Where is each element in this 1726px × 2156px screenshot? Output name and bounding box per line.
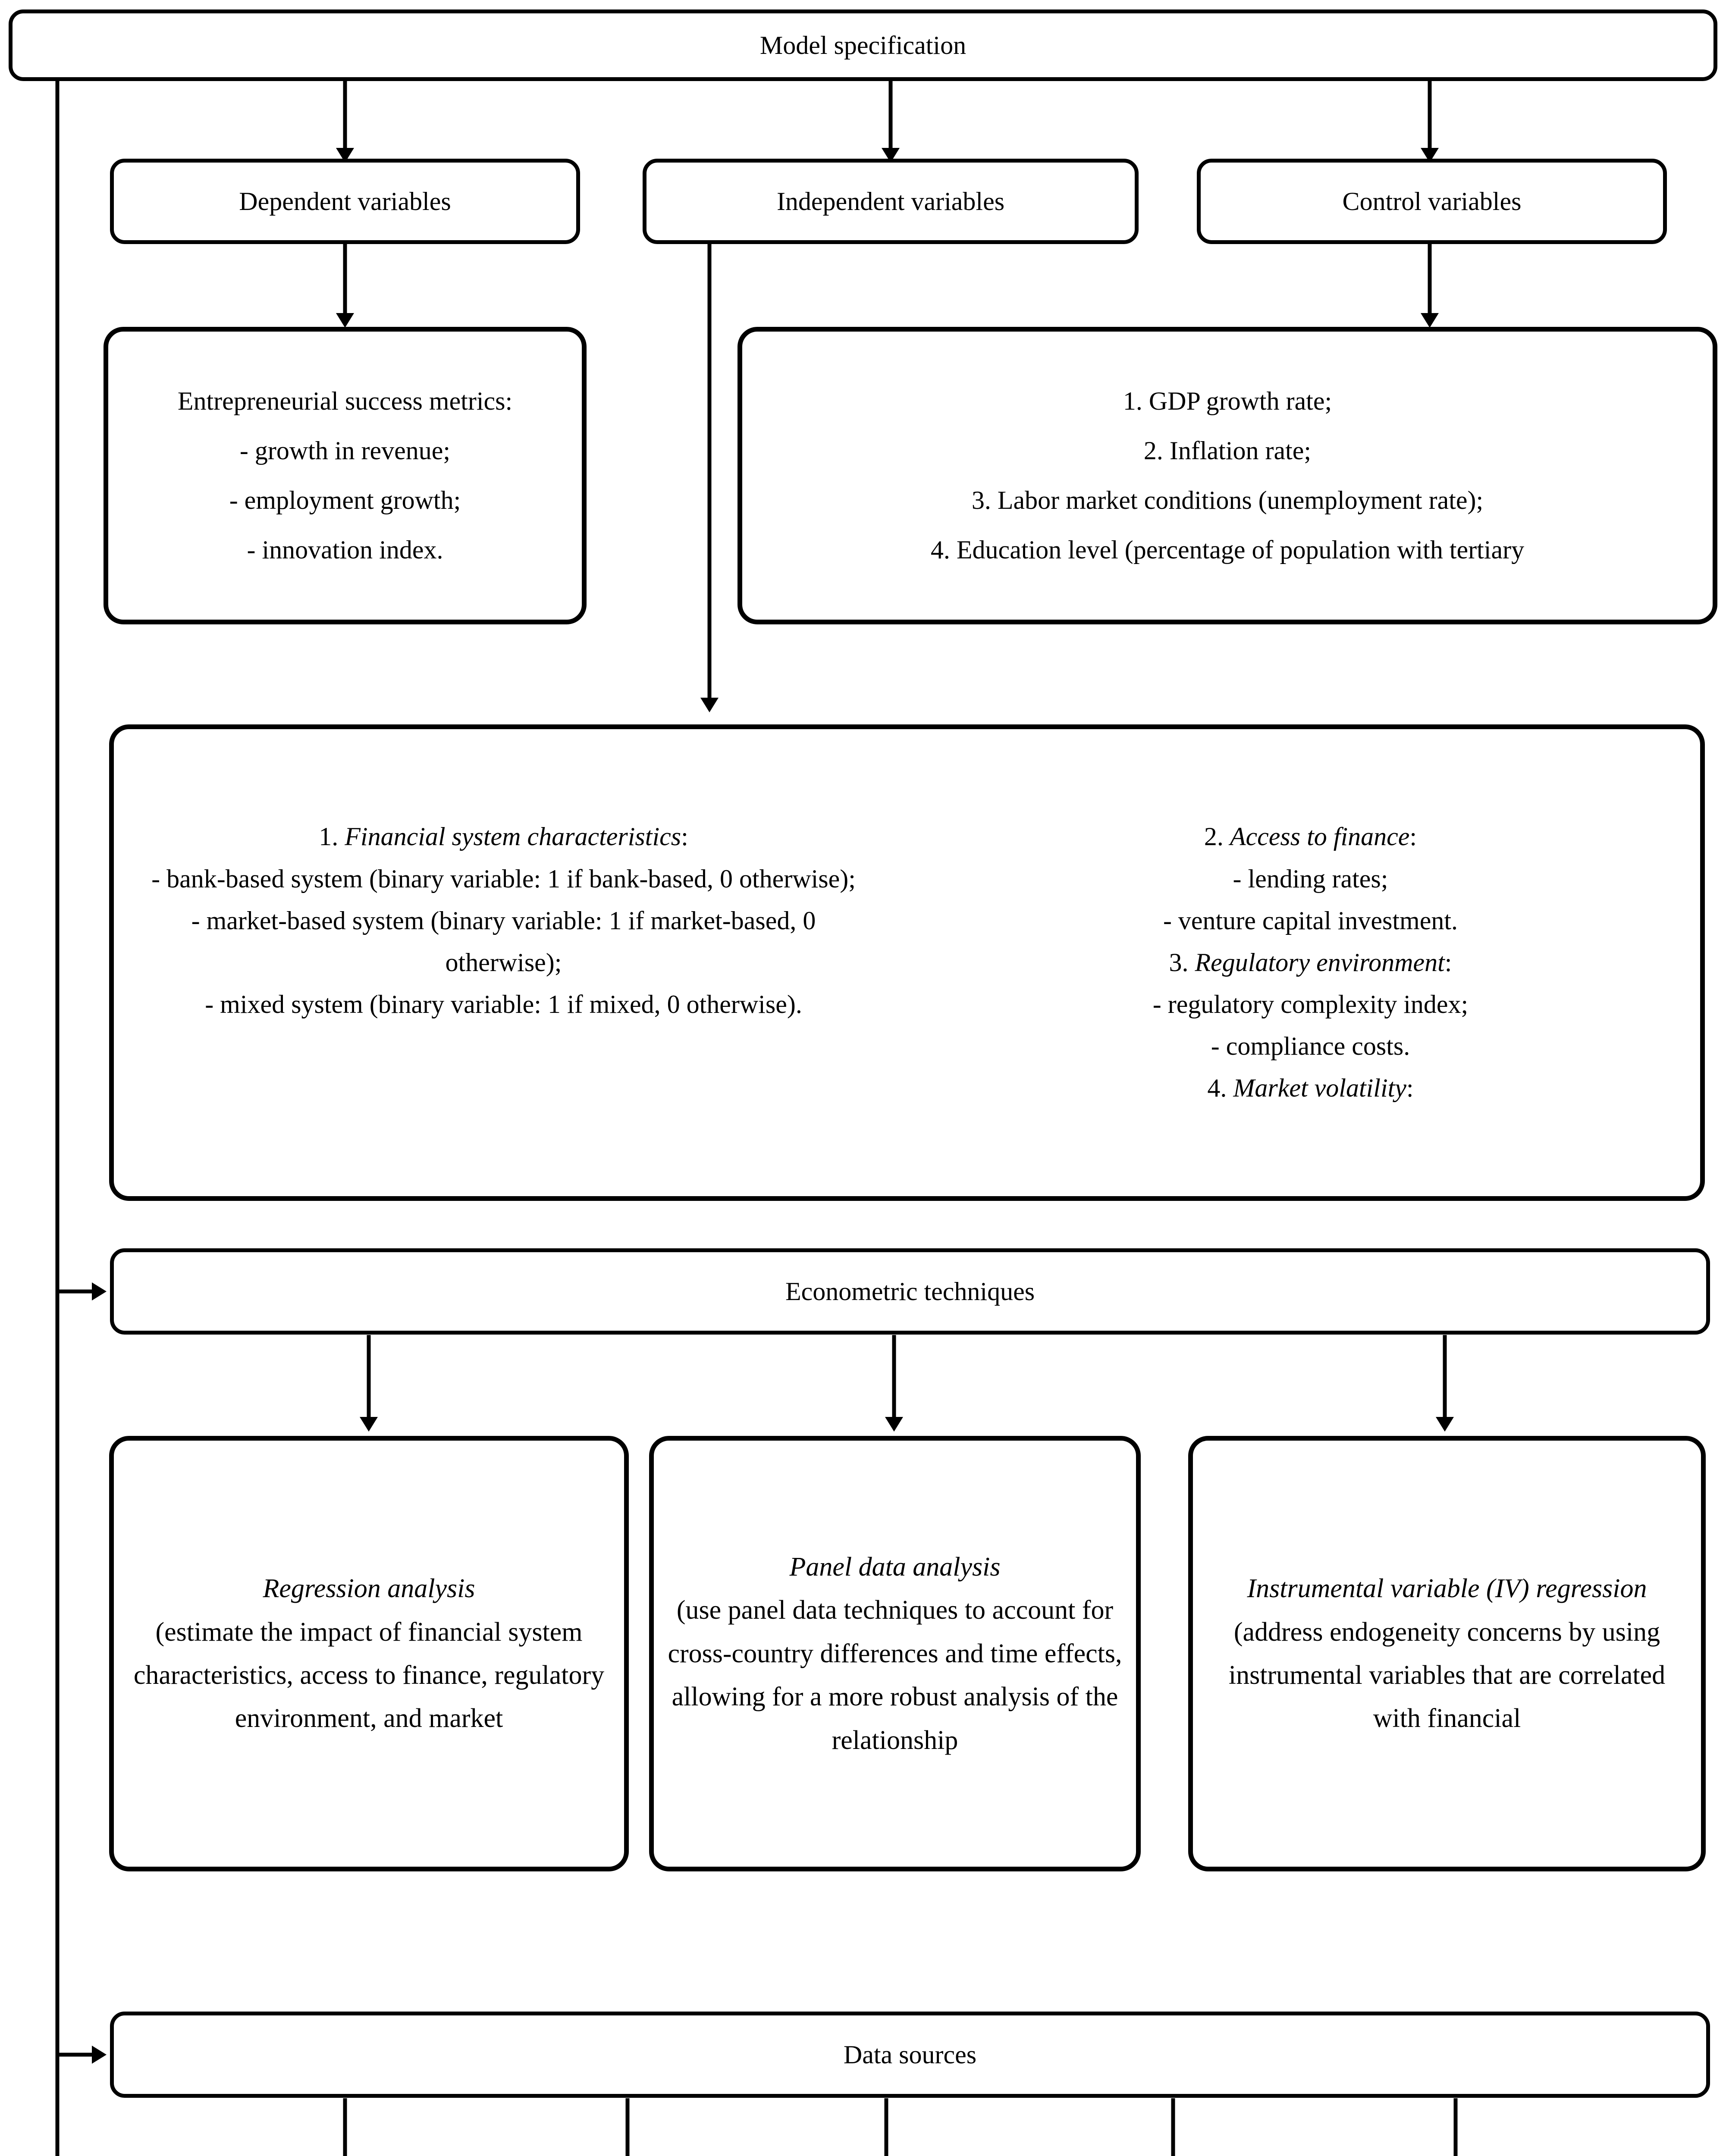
panel-data-analysis-body: (use panel data techniques to account fo… — [668, 1595, 1122, 1755]
node-regression-analysis[interactable]: Regression analysis (estimate the impact… — [109, 1436, 629, 1871]
node-control-variables[interactable]: Control variables — [1197, 159, 1667, 244]
right-col-block-0-italic: Access to finance — [1230, 822, 1410, 851]
node-data-sources[interactable]: Data sources — [110, 2012, 1710, 2098]
independent-variables-label: Independent variables — [776, 187, 1005, 216]
control-detail-text: 1. GDP growth rate; 2. Inflation rate; 3… — [742, 380, 1713, 571]
independent-detail-columns: 1. Financial system characteristics: - b… — [114, 816, 1700, 1109]
iv-regression-text: Instrumental variable (IV) regression (a… — [1193, 1567, 1701, 1740]
right-col-block-0-number: 2. — [1204, 822, 1224, 851]
panel-data-analysis-text: Panel data analysis (use panel data tech… — [654, 1545, 1136, 1762]
right-col-block-3-number: 3. — [1169, 948, 1189, 977]
right-col-block-6-italic: Market volatility — [1233, 1074, 1406, 1103]
dependent-detail-line-2: - employment growth; — [229, 486, 461, 514]
iv-regression-body: (address endogeneity concerns by using i… — [1228, 1617, 1666, 1733]
dependent-detail-line-0: Entrepreneurial success metrics: — [177, 386, 513, 415]
left-col-heading-italic: Financial system characteristics — [345, 822, 681, 851]
left-col-line-0: - bank-based system (binary variable: 1 … — [151, 864, 856, 893]
right-col-block-5-text: - compliance costs. — [1211, 1032, 1410, 1061]
right-col-block-4-text: - regulatory complexity index; — [1152, 990, 1469, 1019]
dependent-variables-label: Dependent variables — [239, 187, 451, 216]
right-col-block-1-text: - lending rates; — [1233, 864, 1388, 893]
node-panel-data-analysis[interactable]: Panel data analysis (use panel data tech… — [649, 1436, 1141, 1871]
control-variables-label: Control variables — [1342, 187, 1522, 216]
left-col-heading-number: 1. — [319, 822, 339, 851]
dependent-detail-line-3: - innovation index. — [247, 536, 443, 564]
node-dependent-detail[interactable]: Entrepreneurial success metrics: - growt… — [104, 327, 587, 624]
regression-analysis-title: Regression analysis — [263, 1574, 475, 1604]
data-sources-label: Data sources — [843, 2040, 977, 2069]
dependent-detail-text: Entrepreneurial success metrics: - growt… — [108, 380, 582, 571]
independent-detail-right-column: 2. Access to finance: - lending rates; -… — [938, 816, 1683, 1109]
node-dependent-variables[interactable]: Dependent variables — [110, 159, 580, 244]
node-control-detail[interactable]: 1. GDP growth rate; 2. Inflation rate; 3… — [737, 327, 1717, 624]
node-iv-regression[interactable]: Instrumental variable (IV) regression (a… — [1188, 1436, 1706, 1871]
control-detail-line-0: 1. GDP growth rate; — [1123, 386, 1332, 415]
right-col-block-3-italic: Regulatory environment — [1195, 948, 1445, 977]
node-model-specification[interactable]: Model specification — [9, 9, 1717, 81]
iv-regression-title: Instrumental variable (IV) regression — [1247, 1574, 1647, 1604]
panel-data-analysis-title: Panel data analysis — [789, 1552, 1001, 1582]
econometric-techniques-label: Econometric techniques — [785, 1277, 1035, 1306]
control-detail-line-1: 2. Inflation rate; — [1143, 436, 1312, 465]
independent-detail-left-column: 1. Financial system characteristics: - b… — [131, 816, 876, 1109]
right-col-block-6-tail: : — [1406, 1074, 1414, 1103]
right-col-block-2-text: - venture capital investment. — [1163, 906, 1458, 935]
regression-analysis-body: (estimate the impact of financial system… — [133, 1617, 605, 1733]
node-independent-detail[interactable]: 1. Financial system characteristics: - b… — [109, 724, 1705, 1201]
node-independent-variables[interactable]: Independent variables — [643, 159, 1139, 244]
node-econometric-techniques[interactable]: Econometric techniques — [110, 1248, 1710, 1335]
right-col-block-6-number: 4. — [1207, 1074, 1227, 1103]
left-col-heading-tail: : — [681, 822, 688, 851]
control-detail-line-2: 3. Labor market conditions (unemployment… — [971, 486, 1484, 514]
right-col-block-0-tail: : — [1409, 822, 1417, 851]
dependent-detail-line-1: - growth in revenue; — [239, 436, 451, 465]
control-detail-line-3: 4. Education level (percentage of popula… — [930, 536, 1525, 564]
right-col-block-3-tail: : — [1444, 948, 1452, 977]
model-specification-label: Model specification — [759, 31, 967, 60]
left-col-line-1: - market-based system (binary variable: … — [191, 906, 816, 977]
left-col-line-2: - mixed system (binary variable: 1 if mi… — [205, 990, 802, 1019]
regression-analysis-text: Regression analysis (estimate the impact… — [114, 1567, 624, 1740]
